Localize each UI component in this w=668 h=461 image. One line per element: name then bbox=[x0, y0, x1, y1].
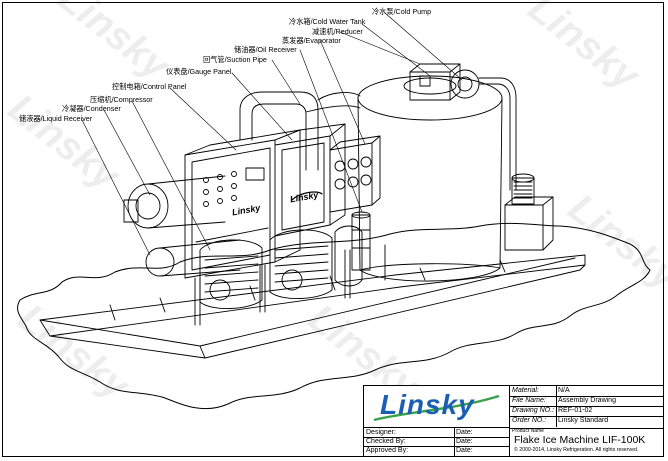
sheet-border bbox=[2, 2, 664, 457]
approved-date-label: Date: bbox=[456, 447, 473, 454]
row-checked-by: Checked By: Date: bbox=[364, 438, 509, 447]
callout-suction-pipe: 回气管/Suction Pipe bbox=[203, 55, 267, 64]
suction-pipe bbox=[239, 91, 361, 171]
callout-oil-receiver: 储油器/Oil Receiver bbox=[234, 45, 297, 54]
company-logo: Linsky bbox=[380, 389, 475, 420]
order-no-value: Linsky Standard bbox=[558, 417, 609, 424]
approved-by-label: Approved By: bbox=[366, 447, 409, 454]
checked-by-label: Checked By: bbox=[366, 438, 406, 445]
right-pump-unit bbox=[504, 173, 554, 251]
title-block-info: Material: N/A File Name: Assembly Drawin… bbox=[510, 386, 665, 428]
row-file-name: File Name: Assembly Drawing bbox=[510, 396, 663, 407]
compressor bbox=[199, 239, 263, 310]
base-frame bbox=[199, 257, 576, 347]
panel-logo-swoosh bbox=[291, 191, 323, 201]
material-value: N/A bbox=[558, 387, 570, 394]
callout-liquid-receiver: 储液器/Liquid Receiver bbox=[19, 114, 93, 123]
product-name-value: Flake Ice Machine LIF-100K bbox=[514, 434, 646, 446]
row-approved-by: Approved By: Date: bbox=[364, 447, 509, 456]
callout-reducer: 减速机/Reducer bbox=[312, 27, 363, 36]
product-area: Product Name Flake Ice Machine LIF-100K … bbox=[510, 428, 663, 456]
logo-swoosh bbox=[373, 394, 500, 422]
base-frame bbox=[49, 264, 586, 359]
condenser bbox=[123, 175, 226, 229]
cold-pump bbox=[450, 69, 517, 191]
callout-compressor: 压缩机/Compressor bbox=[90, 95, 153, 104]
drawing-no-value: REF-01-02 bbox=[558, 407, 593, 414]
material-label: Material: bbox=[512, 387, 539, 394]
row-drawing-no: Drawing NO.: REF-01-02 bbox=[510, 406, 663, 417]
designer-date-label: Date: bbox=[456, 429, 473, 436]
checked-date-label: Date: bbox=[456, 438, 473, 445]
order-no-label: Order NO.: bbox=[512, 417, 547, 424]
compressor bbox=[334, 225, 363, 287]
sign-divider bbox=[454, 428, 455, 456]
file-name-value: Assembly Drawing bbox=[558, 397, 616, 404]
callout-cold-water-tank: 冷水箱/Cold Water Tank bbox=[289, 17, 366, 26]
designer-label: Designer: bbox=[366, 429, 396, 436]
callout-control-panel: 控制电箱/Control Panel bbox=[112, 82, 187, 91]
support-posts bbox=[194, 244, 386, 326]
sign-area: Designer: Date: Checked By: Date: Approv… bbox=[364, 428, 510, 456]
drawing-no-label: Drawing NO.: bbox=[512, 407, 555, 414]
compressor bbox=[269, 229, 333, 300]
evaporator bbox=[329, 135, 381, 213]
reducer bbox=[409, 63, 461, 101]
row-order-no: Order NO.: Linsky Standard bbox=[510, 416, 663, 427]
oil-receiver bbox=[351, 211, 371, 271]
info-divider bbox=[556, 386, 557, 427]
callout-condenser: 冷凝器/Condenser bbox=[62, 104, 121, 113]
leader-lines bbox=[81, 12, 463, 256]
callout-gauge-panel: 仪表盘/Gauge Panel bbox=[166, 67, 232, 76]
product-name-label: Product Name bbox=[512, 428, 544, 434]
title-block-logo-cell: Linsky bbox=[364, 386, 510, 428]
title-block: Linsky Material: N/A File Name: Assembly… bbox=[363, 385, 664, 457]
callout-cold-pump: 冷水泵/Cold Pump bbox=[372, 7, 432, 16]
copyright-text: © 2000-2014, Linsky Refrigeration. All r… bbox=[514, 447, 639, 453]
floor-outline bbox=[17, 222, 651, 410]
row-material: Material: N/A bbox=[510, 386, 663, 397]
base-frame bbox=[109, 259, 506, 321]
file-name-label: File Name: bbox=[512, 397, 546, 404]
row-designer: Designer: Date: bbox=[364, 428, 509, 438]
callout-evaporator: 蒸发器/Evaporator bbox=[282, 36, 341, 45]
